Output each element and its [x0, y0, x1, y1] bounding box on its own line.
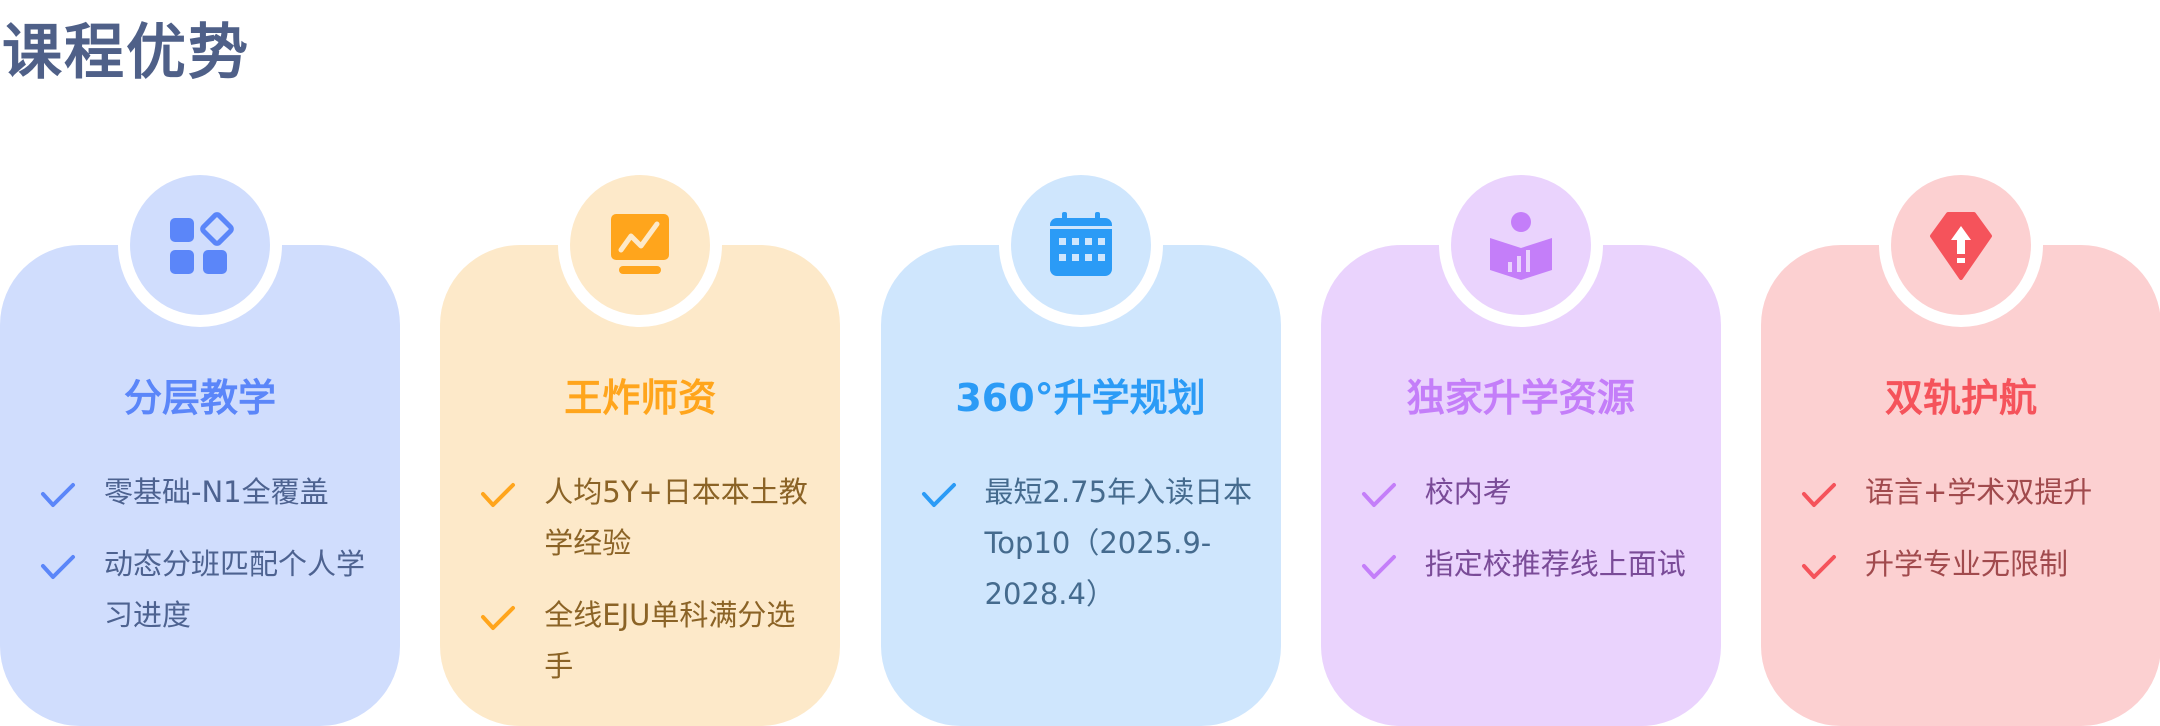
feature-text: 动态分班匹配个人学习进度 — [104, 547, 366, 632]
reading-person-icon — [1489, 212, 1552, 280]
calendar-icon — [1049, 212, 1112, 276]
check-icon — [41, 483, 75, 507]
icon-ring — [118, 163, 282, 327]
check-icon — [921, 483, 956, 507]
advantage-card: 分层教学 零基础-N1全覆盖 动态分班匹配个人学习进度 — [0, 163, 400, 726]
icon-disc — [1891, 175, 2031, 315]
feature-text: 最短2.75年入读日本Top10（2025.9-2028.4） — [984, 475, 1253, 611]
feature-text: 语言+学术双提升 — [1865, 475, 2093, 509]
check-icon — [41, 555, 75, 579]
feature-item: 全线EJU单科满分选手 — [480, 590, 820, 692]
check-icon — [1802, 555, 1836, 579]
page-title: 课程优势 — [2, 18, 250, 88]
feature-list: 零基础-N1全覆盖 动态分班匹配个人学习进度 — [40, 467, 380, 662]
feature-item: 零基础-N1全覆盖 — [40, 467, 380, 518]
feature-item: 动态分班匹配个人学习进度 — [40, 539, 380, 641]
feature-item: 最短2.75年入读日本Top10（2025.9-2028.4） — [921, 467, 1261, 620]
feature-item: 校内考 — [1361, 467, 1701, 518]
card-title: 分层教学 — [123, 376, 276, 420]
feature-text: 升学专业无限制 — [1865, 547, 2069, 581]
feature-item: 指定校推荐线上面试 — [1361, 539, 1701, 590]
icon-disc — [570, 175, 711, 315]
card-title: 360°升学规划 — [955, 376, 1206, 420]
feature-item: 人均5Y+日本本土教学经验 — [480, 467, 820, 569]
chart-board-icon — [611, 214, 670, 274]
icon-ring — [558, 163, 723, 327]
card-title: 王炸师资 — [564, 376, 717, 420]
advantage-card: 360°升学规划 最短2.75年入读日本Top10（2025.9-2028.4） — [880, 163, 1281, 726]
feature-text: 人均5Y+日本本土教学经验 — [544, 475, 808, 560]
feature-list: 最短2.75年入读日本Top10（2025.9-2028.4） — [921, 467, 1261, 641]
icon-disc — [130, 175, 270, 315]
check-icon — [481, 606, 516, 630]
upgrade-badge-icon — [1930, 212, 1992, 280]
feature-item: 升学专业无限制 — [1801, 539, 2141, 590]
feature-text: 指定校推荐线上面试 — [1424, 547, 1686, 581]
check-icon — [1361, 555, 1396, 579]
apps-icon — [170, 212, 234, 274]
feature-item: 语言+学术双提升 — [1801, 467, 2141, 518]
feature-list: 语言+学术双提升 升学专业无限制 — [1801, 467, 2141, 611]
icon-ring — [998, 163, 1163, 327]
feature-list: 人均5Y+日本本土教学经验 全线EJU单科满分选手 — [480, 467, 820, 713]
card-title: 双轨护航 — [1884, 376, 2037, 420]
feature-text: 全线EJU单科满分选手 — [544, 598, 796, 683]
feature-list: 校内考 指定校推荐线上面试 — [1361, 467, 1701, 611]
icon-ring — [1438, 163, 1603, 327]
advantage-card: 王炸师资 人均5Y+日本本土教学经验 全线EJU单科满分选手 — [440, 163, 841, 726]
feature-text: 校内考 — [1424, 475, 1512, 509]
advantage-card: 独家升学资源 校内考 指定校推荐线上面试 — [1320, 163, 1721, 726]
check-icon — [481, 483, 516, 507]
feature-text: 零基础-N1全覆盖 — [104, 475, 329, 509]
check-icon — [1361, 483, 1396, 507]
icon-disc — [1010, 175, 1151, 315]
icon-disc — [1450, 175, 1591, 315]
card-title: 独家升学资源 — [1406, 376, 1635, 420]
advantage-card: 双轨护航 语言+学术双提升 升学专业无限制 — [1761, 163, 2160, 726]
icon-ring — [1879, 163, 2043, 327]
check-icon — [1802, 483, 1836, 507]
